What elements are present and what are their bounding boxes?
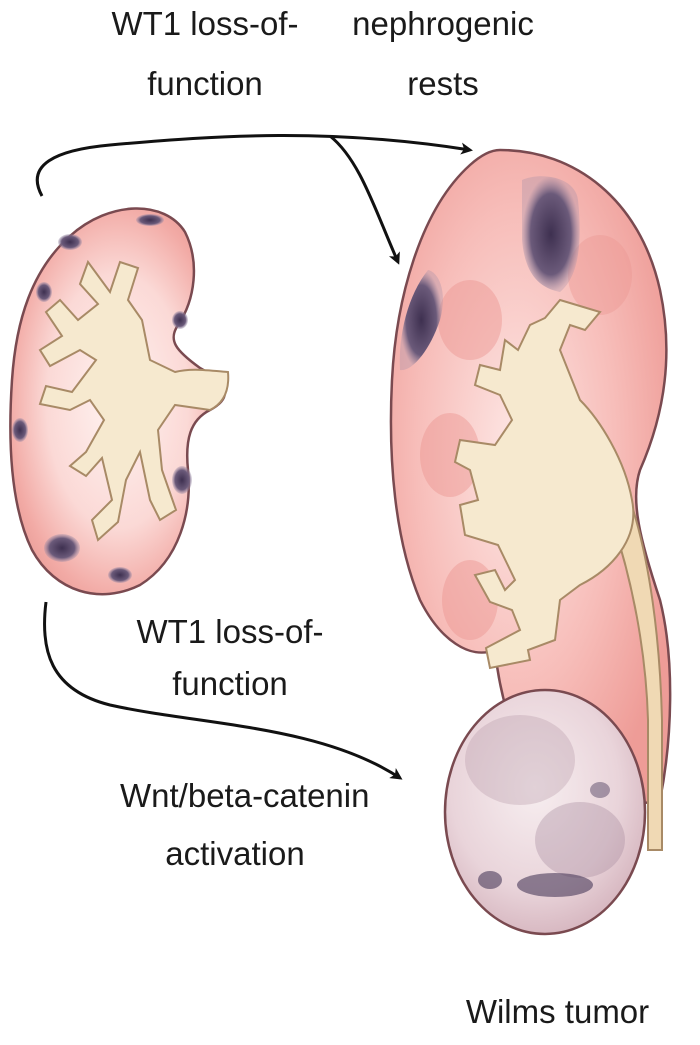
wilms-tumor-label: Wilms tumor <box>465 993 650 1030</box>
nephrogenic-rest-left <box>399 270 443 371</box>
normal-kidney-pelvis <box>38 259 230 542</box>
ureter <box>610 498 663 851</box>
rests-label-line2: rests <box>407 65 479 102</box>
wt1-top-label-line1: WT1 loss-of- <box>111 5 299 42</box>
rest-spot <box>172 311 188 329</box>
affected-kidney-pelvis <box>453 298 635 670</box>
renal-pyramid <box>438 280 502 360</box>
arrows <box>35 134 473 780</box>
rest-spot <box>36 282 52 302</box>
rest-spot <box>172 466 192 494</box>
tumor-speckle <box>517 873 593 897</box>
wilms-tumor-mass <box>443 688 647 936</box>
wnt-label-line1: Wnt/beta-catenin <box>120 777 370 814</box>
nephrogenic-rest-top <box>522 176 580 292</box>
rest-spot <box>58 234 82 250</box>
arrow-to-affected-kidney <box>329 134 400 265</box>
wnt-label-line2: activation <box>165 835 305 872</box>
rest-spot <box>136 214 164 226</box>
tumor-speckle <box>465 715 575 805</box>
arrow-to-tumor <box>42 601 403 780</box>
rest-spot <box>44 534 80 562</box>
wt1-top-label-line2: function <box>147 65 263 102</box>
affected-kidney <box>389 148 672 936</box>
rest-spot <box>12 418 28 442</box>
wt1-mid-label-line1: WT1 loss-of- <box>136 613 324 650</box>
normal-kidney <box>9 207 230 596</box>
tumor-speckle <box>478 871 502 889</box>
rest-spot <box>108 567 132 583</box>
rests-label-line1: nephrogenic <box>352 5 534 42</box>
tumor-speckle <box>535 802 625 878</box>
wt1-mid-label-line2: function <box>172 665 288 702</box>
tumor-speckle <box>590 782 610 798</box>
renal-pyramid <box>568 235 632 315</box>
arrow-to-rests <box>35 134 473 197</box>
renal-pyramid <box>420 413 480 497</box>
